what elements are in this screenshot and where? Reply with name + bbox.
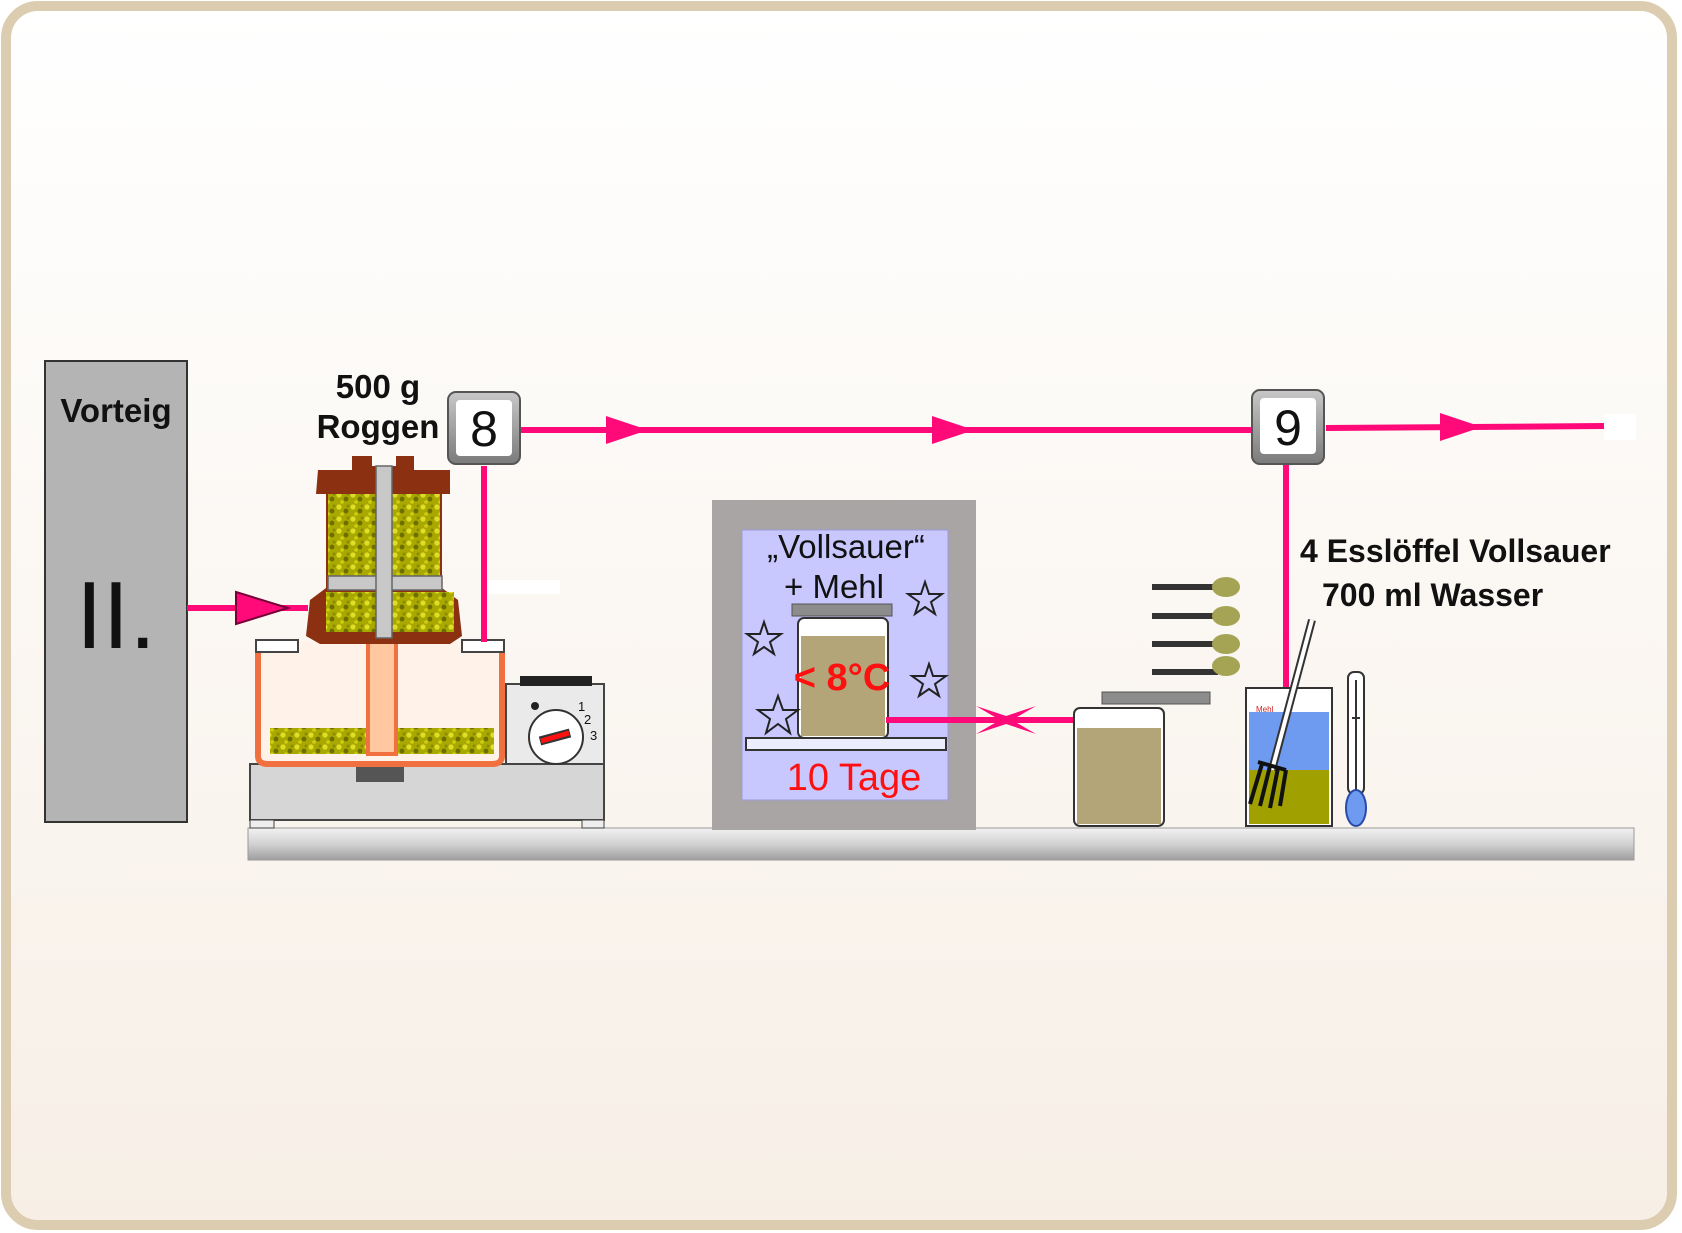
grain-mill: 1 2 3 500 g Roggen bbox=[249, 368, 605, 829]
flow-end-marker bbox=[1604, 414, 1636, 440]
fridge-temperature: < 8°C bbox=[794, 657, 891, 699]
vorteig-title: Vorteig bbox=[60, 392, 171, 429]
dial-mark-2: 2 bbox=[584, 712, 591, 727]
flow-link-fridge-jar bbox=[886, 706, 1076, 734]
step-8-badge[interactable]: 8 bbox=[447, 391, 521, 465]
flow-arrow-vorteig bbox=[187, 590, 308, 626]
main-flow-line bbox=[481, 413, 1636, 708]
cold-star-icon bbox=[755, 693, 801, 736]
whisk-icon bbox=[1248, 760, 1288, 809]
mill-highlight bbox=[488, 580, 560, 594]
flow-arrowhead-3 bbox=[1440, 413, 1482, 441]
fridge: „Vollsauer“ + Mehl < 8°C 10 Tage bbox=[712, 500, 976, 830]
sourdough-jar bbox=[1073, 691, 1211, 827]
beaker-jar-label: Mehl bbox=[1256, 705, 1274, 714]
mix-label-spoons: 4 Esslöffel Vollsauer bbox=[1300, 533, 1611, 569]
cold-star-icon bbox=[904, 578, 946, 617]
cold-star-icon bbox=[908, 660, 950, 699]
vorteig-panel: Vorteig II. bbox=[44, 360, 188, 823]
step-8-number: 8 bbox=[470, 401, 498, 457]
flow-arrowhead-2 bbox=[932, 416, 974, 444]
mill-base bbox=[249, 763, 605, 821]
flow-arrowhead-1 bbox=[606, 416, 648, 444]
step-9-number: 9 bbox=[1274, 400, 1302, 456]
shelf bbox=[247, 827, 1635, 861]
thermometer-icon bbox=[1345, 671, 1367, 827]
fridge-label-vollsauer: „Vollsauer“ bbox=[767, 528, 925, 565]
fridge-shelf bbox=[745, 737, 947, 751]
fridge-duration: 10 Tage bbox=[787, 757, 922, 799]
fridge-label-mehl: + Mehl bbox=[784, 568, 884, 605]
mill-label-weight: 500 g bbox=[336, 368, 420, 405]
cold-star-icon bbox=[743, 618, 785, 657]
dial-mark-1: 1 bbox=[578, 699, 585, 714]
dial-mark-3: 3 bbox=[590, 728, 597, 743]
vorteig-roman-numeral: II. bbox=[76, 562, 156, 669]
mixing-beaker: Mehl bbox=[1245, 618, 1333, 827]
tablespoons bbox=[1152, 577, 1240, 676]
mill-label-grain: Roggen bbox=[317, 408, 440, 445]
mix-label-water: 700 ml Wasser bbox=[1322, 577, 1543, 613]
mill-control-box: 1 2 3 bbox=[505, 676, 605, 765]
step-9-badge[interactable]: 9 bbox=[1251, 389, 1325, 465]
